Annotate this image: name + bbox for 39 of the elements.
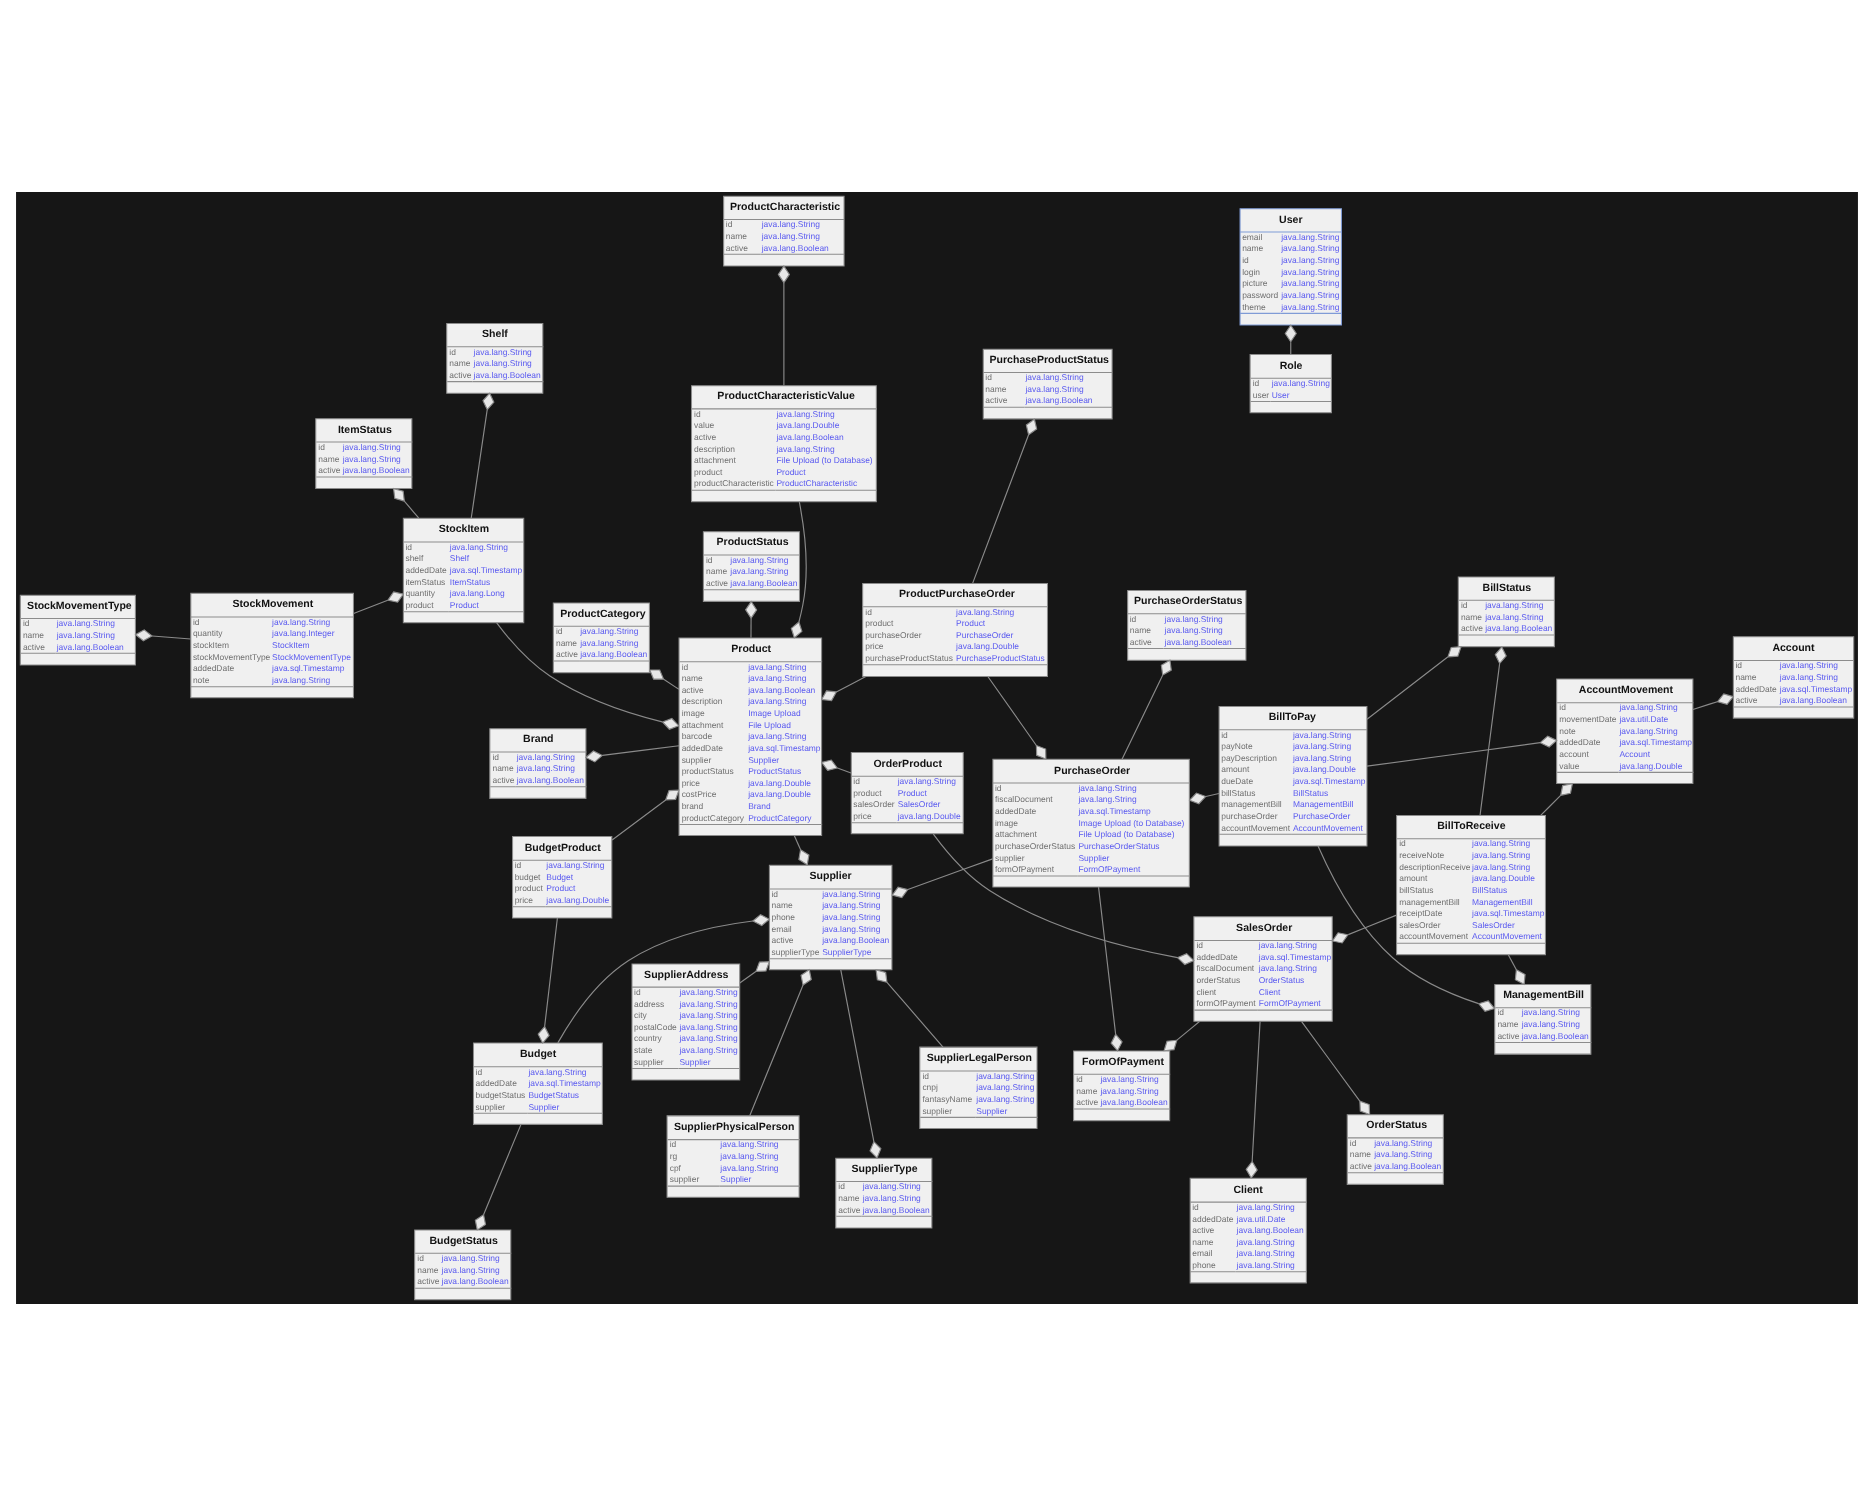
connector xyxy=(749,967,812,1116)
connector xyxy=(474,1122,522,1230)
connector xyxy=(820,674,867,701)
connector xyxy=(557,912,771,1043)
connector xyxy=(987,675,1047,759)
connector xyxy=(470,391,495,518)
connector xyxy=(793,834,810,865)
connector xyxy=(739,960,771,983)
connector xyxy=(392,486,420,518)
connector xyxy=(1692,692,1735,710)
connector xyxy=(972,417,1038,583)
connector xyxy=(1479,645,1507,815)
connector xyxy=(1507,953,1526,985)
connector xyxy=(820,758,852,773)
connector xyxy=(1121,658,1172,759)
connector xyxy=(777,264,791,386)
connector xyxy=(648,668,680,689)
connector xyxy=(840,968,882,1158)
connector xyxy=(790,500,807,638)
connector xyxy=(1301,1020,1371,1115)
connector xyxy=(932,832,1195,965)
connector xyxy=(875,968,944,1047)
connector xyxy=(1366,734,1558,766)
connector xyxy=(496,621,680,729)
connector xyxy=(134,628,192,641)
connector xyxy=(1097,885,1123,1051)
connector xyxy=(1540,781,1574,815)
connector xyxy=(891,857,994,898)
connector xyxy=(1188,791,1220,804)
connector xyxy=(537,916,558,1044)
connector xyxy=(611,788,680,840)
connector xyxy=(1245,1019,1261,1178)
connector xyxy=(744,599,758,638)
connector xyxy=(1163,1019,1201,1051)
connector xyxy=(1317,844,1496,1012)
connector xyxy=(584,744,680,762)
connector xyxy=(1331,913,1398,943)
connector xyxy=(353,590,405,614)
connector xyxy=(1366,645,1462,719)
